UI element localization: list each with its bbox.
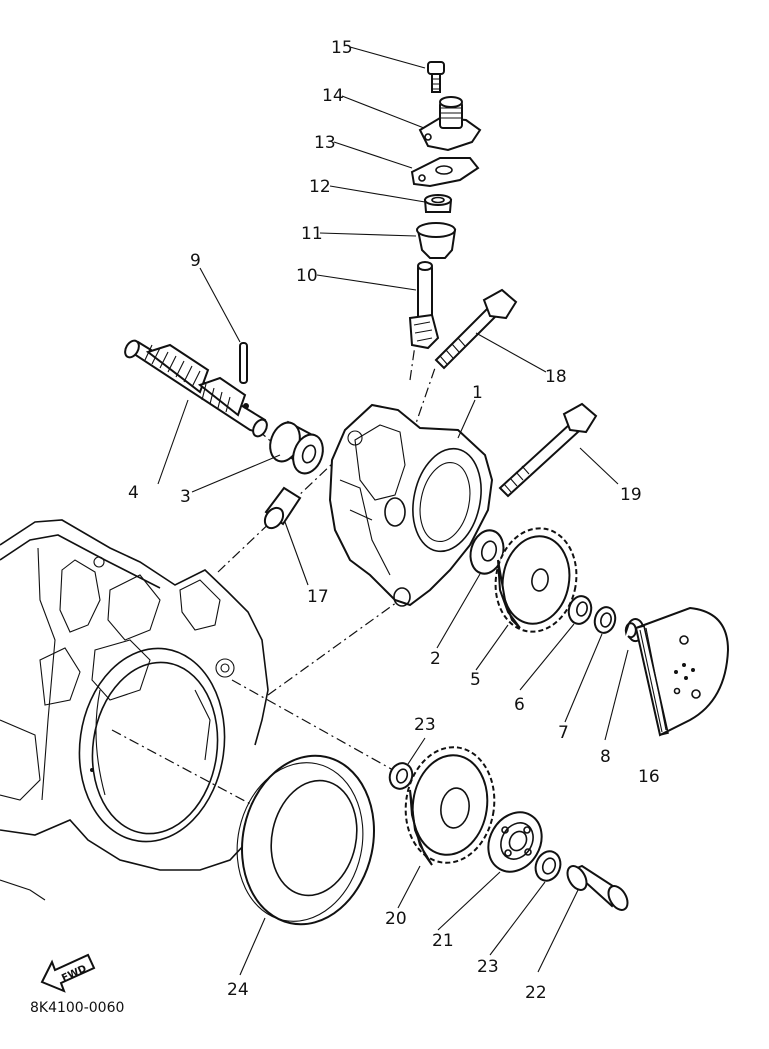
part-19-bolt	[498, 402, 598, 498]
part-15-screw	[427, 61, 445, 93]
part-3-sleeve	[269, 420, 324, 475]
part-23-washer-upper	[388, 762, 414, 790]
label-24: 24	[227, 980, 249, 1000]
diagram-code: 8K4100-0060	[30, 1000, 124, 1016]
label-12: 12	[309, 177, 331, 197]
label-6: 6	[514, 695, 525, 715]
part-4-worm-shaft	[124, 339, 268, 438]
label-10: 10	[296, 266, 318, 286]
label-18: 18	[545, 367, 567, 387]
part-18-bolt	[434, 288, 518, 370]
part-number-labels: 15 14 13 12 11 10 9 4 3 1 18 19 2 5 6 7 …	[128, 38, 660, 1003]
part-22-sleeve	[566, 864, 629, 911]
label-5: 5	[470, 670, 481, 690]
label-8: 8	[600, 747, 611, 767]
part-14-cable-fitting	[418, 96, 482, 152]
label-20: 20	[385, 909, 407, 929]
part-6-collar	[567, 595, 593, 625]
label-4: 4	[128, 483, 139, 503]
part-20-gear	[404, 746, 496, 866]
leader-lines	[157, 46, 629, 976]
label-15: 15	[331, 38, 353, 58]
part-5-gear	[494, 527, 578, 633]
label-3: 3	[180, 487, 191, 507]
label-16: 16	[638, 767, 660, 787]
label-7: 7	[558, 723, 569, 743]
part-13-gasket	[410, 157, 480, 188]
part-1-housing	[328, 403, 494, 607]
part-21-bearing	[487, 811, 543, 873]
label-9: 9	[190, 251, 201, 271]
part-11-bushing	[416, 222, 457, 259]
part-9-pin	[239, 342, 248, 384]
part-10-cable-shaft	[408, 261, 440, 350]
label-23-lower: 23	[477, 957, 499, 977]
part-24-oil-seal	[236, 754, 375, 926]
part-16-cover-plate	[634, 606, 730, 737]
label-1: 1	[472, 383, 483, 403]
label-2: 2	[430, 649, 441, 669]
part-7-washer	[593, 606, 617, 634]
label-23-upper: 23	[414, 715, 436, 735]
label-17: 17	[307, 587, 329, 607]
label-11: 11	[301, 224, 323, 244]
label-19: 19	[620, 485, 642, 505]
part-17-dowel	[263, 486, 302, 530]
crankcase-housing	[0, 519, 269, 901]
forward-arrow-icon: FWD	[40, 953, 96, 993]
label-13: 13	[314, 133, 336, 153]
label-22: 22	[525, 983, 547, 1003]
part-23-washer-lower	[534, 850, 562, 882]
part-12-seal	[423, 194, 453, 213]
label-21: 21	[432, 931, 454, 951]
label-14: 14	[322, 86, 344, 106]
